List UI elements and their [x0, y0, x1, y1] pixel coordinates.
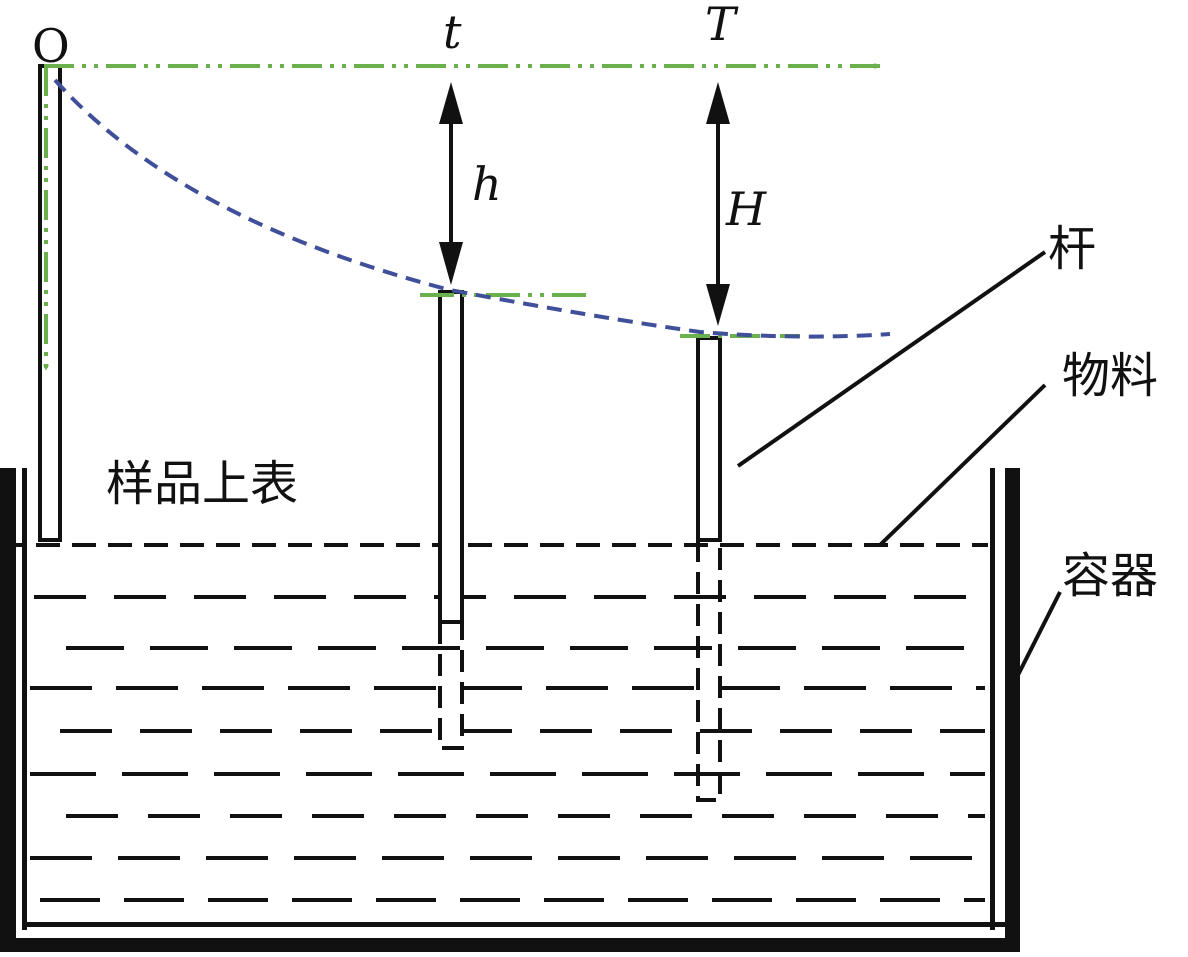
rod-leader [736, 250, 1047, 468]
sample-surface-label: 样品上表 [106, 456, 298, 512]
depth-arrow-h [439, 82, 463, 285]
container-label: 容器 [1062, 548, 1158, 604]
material-leader [878, 383, 1047, 547]
leader-lines [736, 250, 1062, 676]
time-T-label: T [705, 0, 739, 51]
material-layers [0, 543, 988, 902]
origin-label: O [32, 19, 70, 73]
container [0, 468, 1020, 952]
depth-h-label: h [472, 157, 502, 211]
axes [43, 63, 881, 371]
depth-H-label: H [725, 182, 767, 236]
rod-label: 杆 [1048, 221, 1096, 277]
rod-at-t [438, 290, 464, 750]
rod-at-T [696, 336, 722, 802]
penetration-curve [53, 78, 891, 339]
time-t-label: t [443, 5, 462, 59]
depth-arrow-H [706, 82, 730, 326]
rod-start [38, 64, 62, 542]
material-label: 物料 [1062, 348, 1158, 404]
container-leader [1016, 591, 1062, 676]
